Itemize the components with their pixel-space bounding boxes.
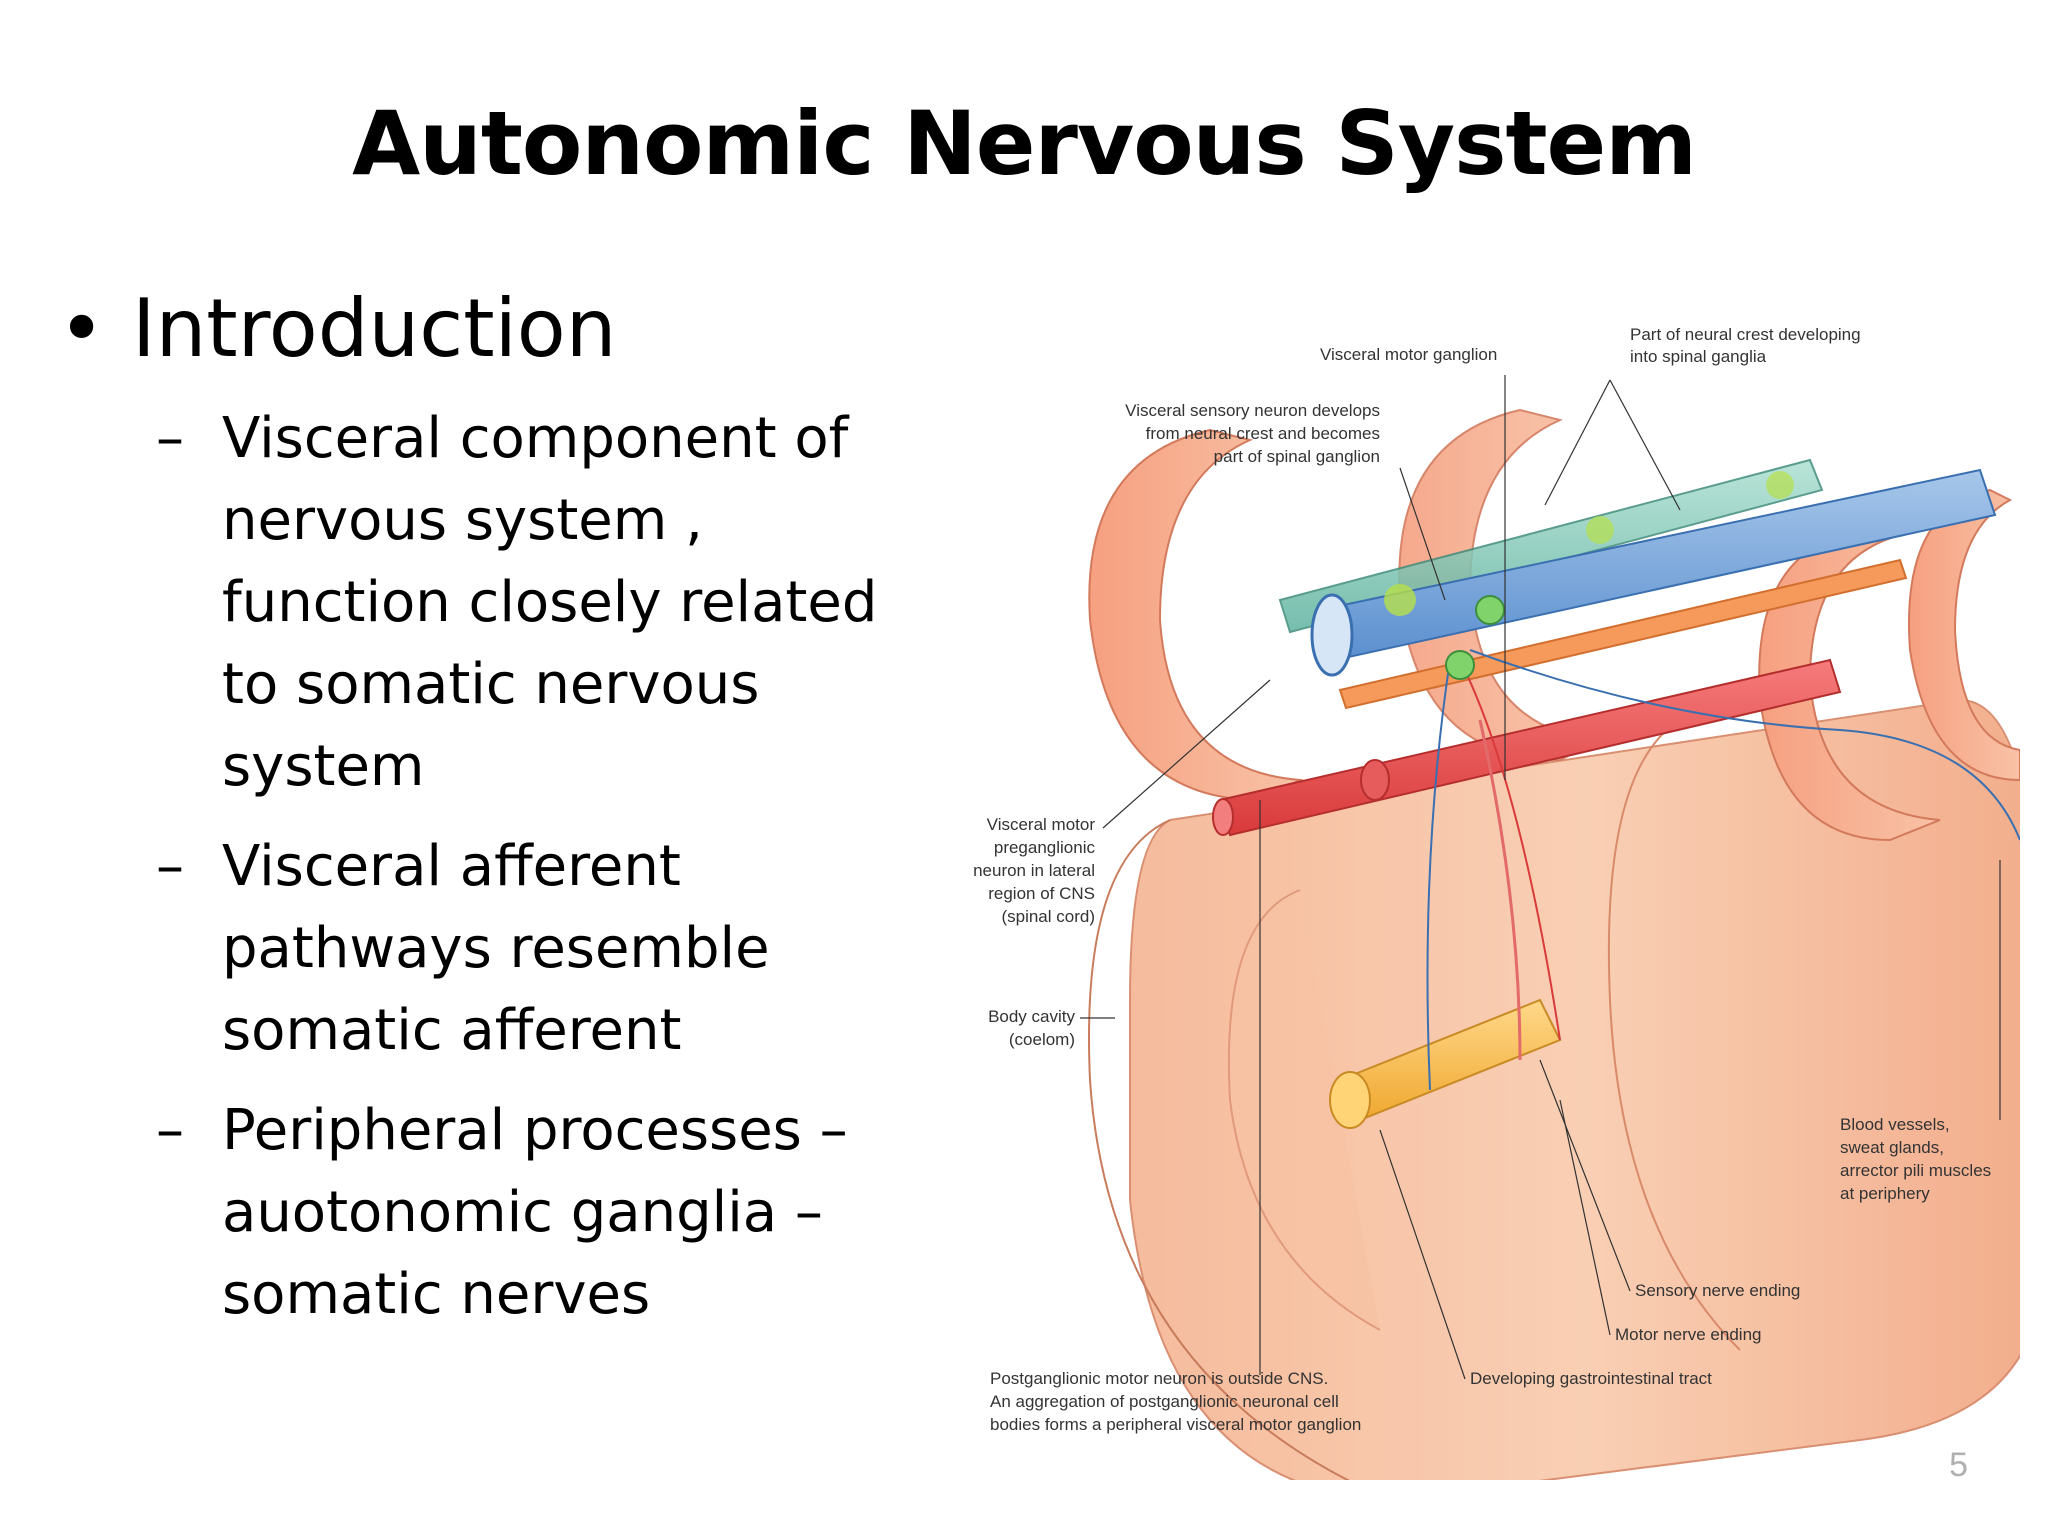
label-preganglionic-line3: neuron in lateral <box>973 861 1095 880</box>
bullet-symbol: • <box>58 282 106 375</box>
sub-bullet-line: Visceral component of <box>222 406 849 471</box>
sub-bullet-line: system <box>222 734 425 799</box>
label-motor-ending: Motor nerve ending <box>1615 1325 1761 1344</box>
sub-bullet-line: nervous system , <box>222 488 703 553</box>
bullet-text: Introduction <box>132 282 617 375</box>
label-neural-crest-line2: into spinal ganglia <box>1630 347 1767 366</box>
slide-title: Autonomic Nervous System <box>352 92 1697 195</box>
sub-bullet-dash: – <box>156 834 184 899</box>
diagram-labels: Visceral motor ganglion Part of neural c… <box>973 325 1991 1434</box>
body-wall-cylinder <box>1088 698 2020 1480</box>
label-postganglionic-line1: Postganglionic motor neuron is outside C… <box>990 1369 1328 1388</box>
label-postganglionic-line2: An aggregation of postganglionic neurona… <box>990 1392 1339 1411</box>
sub-bullet-line: somatic afferent <box>222 998 682 1063</box>
sub-bullet-line: to somatic nervous <box>222 652 760 717</box>
label-gi-tract: Developing gastrointestinal tract <box>1470 1369 1712 1388</box>
label-preganglionic-line4: region of CNS <box>988 884 1095 903</box>
label-sensory-neuron-line1: Visceral sensory neuron develops <box>1125 401 1380 420</box>
label-postganglionic-line3: bodies forms a peripheral visceral motor… <box>990 1415 1361 1434</box>
label-body-cavity-line1: Body cavity <box>988 1007 1075 1026</box>
sub-bullet-line: Visceral afferent <box>222 834 681 899</box>
label-blood-vessels-line2: sweat glands, <box>1840 1138 1944 1157</box>
label-sensory-neuron-line2: from neural crest and becomes <box>1146 424 1380 443</box>
sub-bullet-dash: – <box>156 1098 184 1163</box>
label-blood-vessels-line4: at periphery <box>1840 1184 1930 1203</box>
label-sensory-neuron-line3: part of spinal ganglion <box>1214 447 1380 466</box>
ganglia <box>1384 471 1794 680</box>
label-blood-vessels-line3: arrector pili muscles <box>1840 1161 1991 1180</box>
label-preganglionic-line5: (spinal cord) <box>1001 907 1095 926</box>
page-number: 5 <box>1949 1446 1968 1484</box>
nerve-paths <box>1426 649 2020 1091</box>
leader-lines <box>1080 375 2001 1380</box>
sub-bullet-line: Peripheral processes – <box>222 1098 848 1163</box>
label-blood-vessels-line1: Blood vessels, <box>1840 1115 1950 1134</box>
label-sensory-ending: Sensory nerve ending <box>1635 1281 1800 1300</box>
sub-bullet-line: function closely related <box>222 570 878 635</box>
sub-bullet-dash: – <box>156 406 184 471</box>
label-neural-crest-line1: Part of neural crest developing <box>1630 325 1861 344</box>
sub-bullet-line: auotonomic ganglia – <box>222 1180 823 1245</box>
sub-bullet-line: pathways resemble <box>222 916 770 981</box>
label-preganglionic-line2: preganglionic <box>994 838 1096 857</box>
label-body-cavity-line2: (coelom) <box>1009 1030 1075 1049</box>
label-visceral-motor-ganglion: Visceral motor ganglion <box>1320 345 1497 364</box>
label-preganglionic-line1: Visceral motor <box>987 815 1096 834</box>
anatomy-diagram: Visceral motor ganglion Part of neural c… <box>973 325 2020 1480</box>
sub-bullet-line: somatic nerves <box>222 1262 651 1327</box>
